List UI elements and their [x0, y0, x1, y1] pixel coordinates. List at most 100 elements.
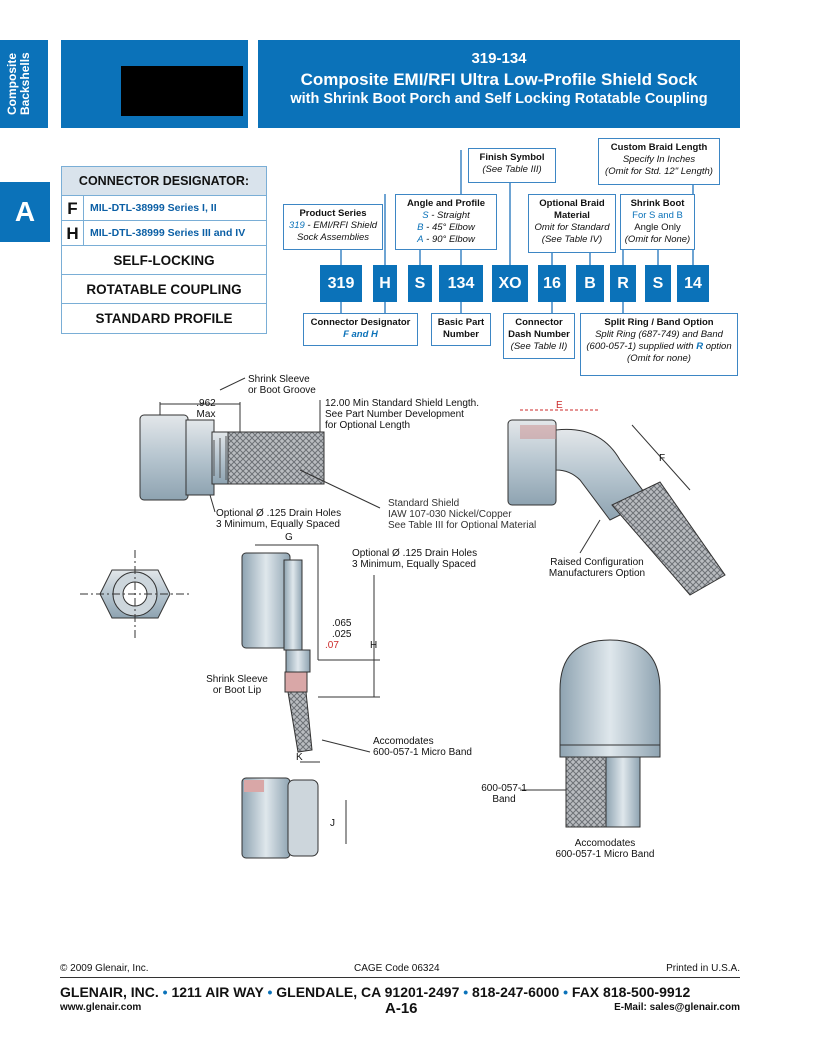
pn-split-ring: R	[610, 265, 636, 302]
callout-title: Number	[443, 329, 479, 340]
callout-text: For S and B	[632, 210, 683, 221]
connector-designator-table: CONNECTOR DESIGNATOR: F MIL-DTL-38999 Se…	[61, 166, 267, 334]
callout-finish-symbol: Finish Symbol (See Table III)	[468, 148, 556, 183]
label-std-shield-length: 12.00 Min Standard Shield Length. See Pa…	[325, 398, 479, 431]
label-dim-07: .07	[325, 640, 339, 651]
product-title: Composite EMI/RFI Ultra Low-Profile Shie…	[300, 70, 698, 89]
designator-text: MIL-DTL-38999 Series III and IV	[90, 227, 246, 239]
callout-title: Finish Symbol	[479, 152, 545, 163]
callout-text: Sock Assemblies	[297, 232, 369, 243]
callout-code: B	[417, 222, 424, 233]
pn-braid-material: B	[576, 265, 604, 302]
label-accomodates-1: Accomodates 600-057-1 Micro Band	[373, 736, 472, 758]
footer-cage-code: CAGE Code 06324	[354, 963, 440, 974]
label-dim-h: H	[370, 640, 378, 651]
callout-text: Omit for Standard	[534, 222, 610, 233]
callout-connector-designator: Connector Designator F and H	[303, 313, 418, 346]
label-raised-config: Raised Configuration Manufacturers Optio…	[548, 557, 646, 579]
label-standard-shield: Standard Shield IAW 107-030 Nickel/Coppe…	[388, 498, 537, 531]
callout-text: (Omit for None)	[624, 234, 691, 245]
pn-angle-profile: S	[408, 265, 432, 302]
callout-text: Split Ring (687-749) and Band	[595, 329, 723, 340]
callout-text: (See Table II)	[510, 341, 568, 352]
label-dim-025: .025	[332, 629, 352, 640]
callout-title: Optional Braid	[539, 198, 605, 209]
designator-table-header: CONNECTOR DESIGNATOR:	[62, 167, 266, 196]
section-view-drawing	[241, 544, 380, 763]
pn-connector-designator: H	[373, 265, 397, 302]
callout-title: Material	[554, 210, 590, 221]
label-dim-962: .962 Max	[196, 398, 216, 420]
page-title-block: 319-134 Composite EMI/RFI Ultra Low-Prof…	[258, 40, 740, 128]
callout-text: option	[703, 341, 732, 352]
end-view-drawing	[80, 550, 190, 640]
part-number-title: 319-134	[471, 50, 527, 67]
callout-text: (600-057-1) supplied with	[586, 341, 697, 352]
callout-split-ring: Split Ring / Band Option Split Ring (687…	[580, 313, 738, 376]
callout-text: - 90° Elbow	[426, 234, 475, 245]
pn-dash-number: 16	[538, 265, 566, 302]
label-shrink-sleeve-groove: Shrink Sleeve or Boot Groove	[248, 374, 316, 396]
pn-finish-symbol: XO	[492, 265, 528, 302]
designator-row: F MIL-DTL-38999 Series I, II	[62, 196, 266, 221]
feature-rotatable-coupling: ROTATABLE COUPLING	[62, 275, 266, 304]
callout-product-series: Product Series 319 - EMI/RFI Shield Sock…	[283, 204, 383, 250]
elbow-45-drawing	[507, 409, 726, 596]
callout-title: Basic Part	[437, 317, 485, 328]
callout-text: Specify In Inches	[622, 154, 696, 165]
straight-assembly-drawing	[139, 377, 381, 513]
footer-company: GLENAIR, INC.	[60, 984, 159, 1000]
pn-shrink-boot: S	[645, 265, 671, 302]
side-section-tab: Composite Backshells	[0, 40, 48, 128]
callout-title: Connector	[515, 317, 563, 328]
footer-divider	[60, 977, 740, 978]
label-accomodates-2: Accomodates 600-057-1 Micro Band	[555, 838, 655, 860]
feature-standard-profile: STANDARD PROFILE	[95, 311, 233, 326]
product-subtitle: with Shrink Boot Porch and Self Locking …	[290, 91, 708, 107]
label-dim-e: E	[556, 400, 563, 411]
footer-fax: FAX 818-500-9912	[571, 984, 691, 1000]
callout-text: Angle Only	[634, 222, 681, 233]
callout-text: - Straight	[431, 210, 470, 221]
footer-website-link[interactable]: www.glenair.com	[60, 1002, 142, 1013]
designator-letter: H	[62, 221, 84, 245]
callout-text: (Omit for Std. 12" Length)	[605, 166, 713, 177]
footer-email-link[interactable]: E-Mail: sales@glenair.com	[614, 1002, 740, 1013]
callout-text: - 45° Elbow	[426, 222, 475, 233]
callout-title: Dash Number	[508, 329, 570, 340]
footer-contact-line: GLENAIR, INC. • 1211 AIR WAY • GLENDALE,…	[60, 984, 691, 1000]
footer-copyright: © 2009 Glenair, Inc.	[60, 963, 149, 974]
callout-basic-part-number: Basic Part Number	[431, 313, 491, 346]
label-drain-holes-2: Optional Ø .125 Drain Holes 3 Minimum, E…	[352, 548, 478, 570]
label-dim-065: .065	[332, 618, 352, 629]
footer-address: 1211 AIR WAY	[171, 984, 264, 1000]
callout-title: Angle and Profile	[406, 198, 486, 209]
pn-basic-part: 134	[439, 265, 483, 302]
callout-code: R	[696, 341, 704, 352]
label-dim-k: K	[296, 752, 303, 763]
callout-code: 319	[288, 220, 305, 231]
pn-braid-length: 14	[677, 265, 709, 302]
label-dim-j: J	[330, 818, 335, 829]
callout-text: (Omit for none)	[627, 353, 691, 364]
bottom-cap-drawing	[241, 777, 347, 859]
feature-self-locking: SELF-LOCKING	[62, 246, 266, 275]
pn-product-series: 319	[320, 265, 362, 302]
label-drain-holes-1: Optional Ø .125 Drain Holes 3 Minimum, E…	[216, 508, 342, 530]
callout-braid-material: Optional Braid Material Omit for Standar…	[528, 194, 616, 253]
callout-title: Connector Designator	[310, 317, 411, 328]
label-dim-g: G	[285, 532, 293, 543]
callout-code: A	[417, 234, 424, 245]
footer-printed: Printed in U.S.A.	[666, 963, 740, 974]
redacted-logo	[121, 66, 243, 116]
callout-text: (See Table IV)	[541, 234, 603, 245]
section-letter-tab: A	[0, 182, 50, 242]
footer-city: GLENDALE, CA 91201-2497	[276, 984, 460, 1000]
callout-custom-braid-length: Custom Braid Length Specify In Inches (O…	[598, 138, 720, 185]
label-band-600: 600-057-1 Band	[481, 783, 527, 805]
footer-page-number: A-16	[385, 1000, 418, 1017]
designator-text: MIL-DTL-38999 Series I, II	[90, 202, 217, 214]
callout-title: Shrink Boot	[630, 198, 685, 209]
designator-row: H MIL-DTL-38999 Series III and IV	[62, 221, 266, 246]
elbow-90-drawing	[520, 639, 661, 828]
